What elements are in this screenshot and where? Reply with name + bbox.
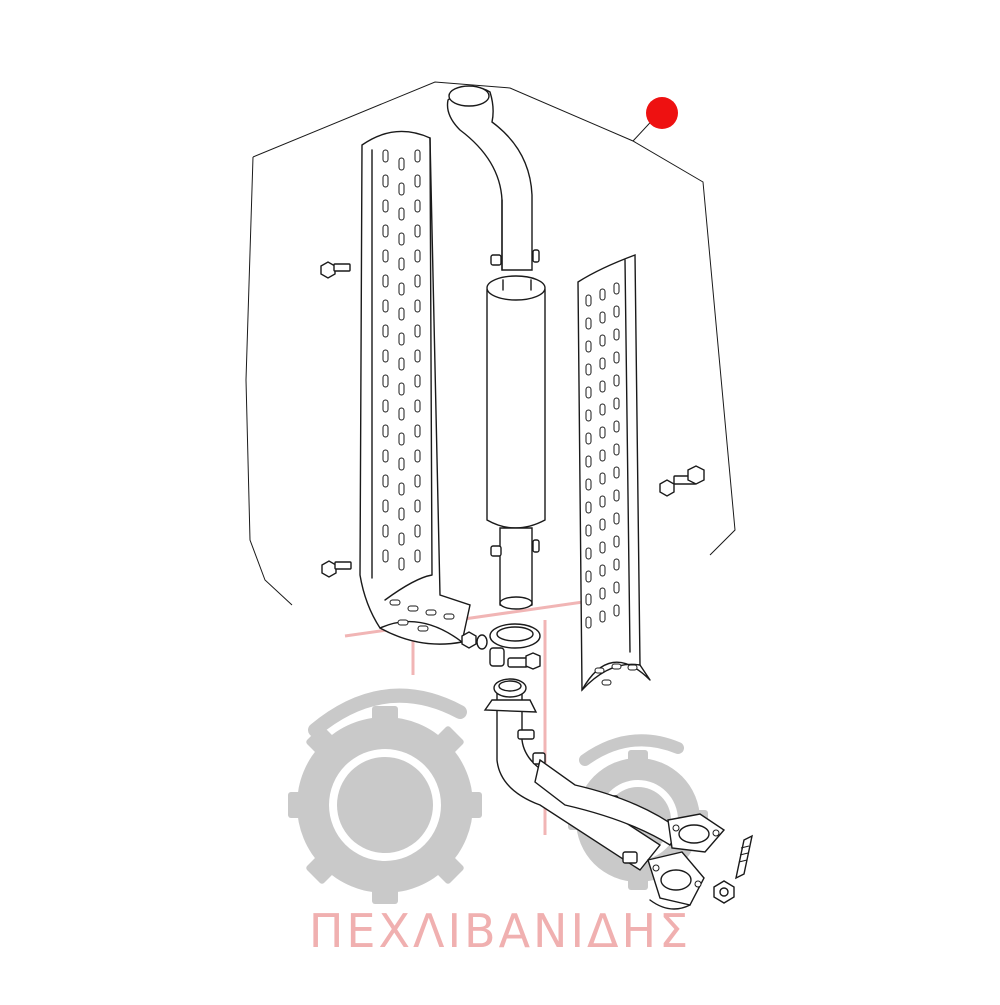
pipe-clamp [489,623,541,670]
manifold-flange-lower [647,851,705,910]
left-shield-slots [382,149,421,571]
pipe-bracket-upper [490,249,540,266]
right-shield-bottom-slots [594,663,638,686]
bolt-lower-left [321,560,352,578]
elbow-pipe-branch [534,758,681,846]
right-heat-shield [577,253,651,692]
bolt-right [659,465,705,497]
muffler [486,275,546,529]
exhaust-pipe-upper [446,85,533,271]
callout-marker [646,97,678,129]
exhaust-pipe-lower [490,527,540,610]
left-shield-bottom-slots [389,599,455,632]
left-gear-icon [288,706,482,904]
left-heat-shield [359,130,471,645]
right-shield-slots [585,282,620,629]
manifold-flange-upper [667,813,726,853]
flange-nut [713,880,735,904]
clamp-nut-washer [461,631,488,650]
stud [735,834,753,880]
bolt-upper-left [320,261,351,279]
watermark-text: ΠΕΧΛΙΒΑΝΙΔΗΣ [308,904,692,958]
